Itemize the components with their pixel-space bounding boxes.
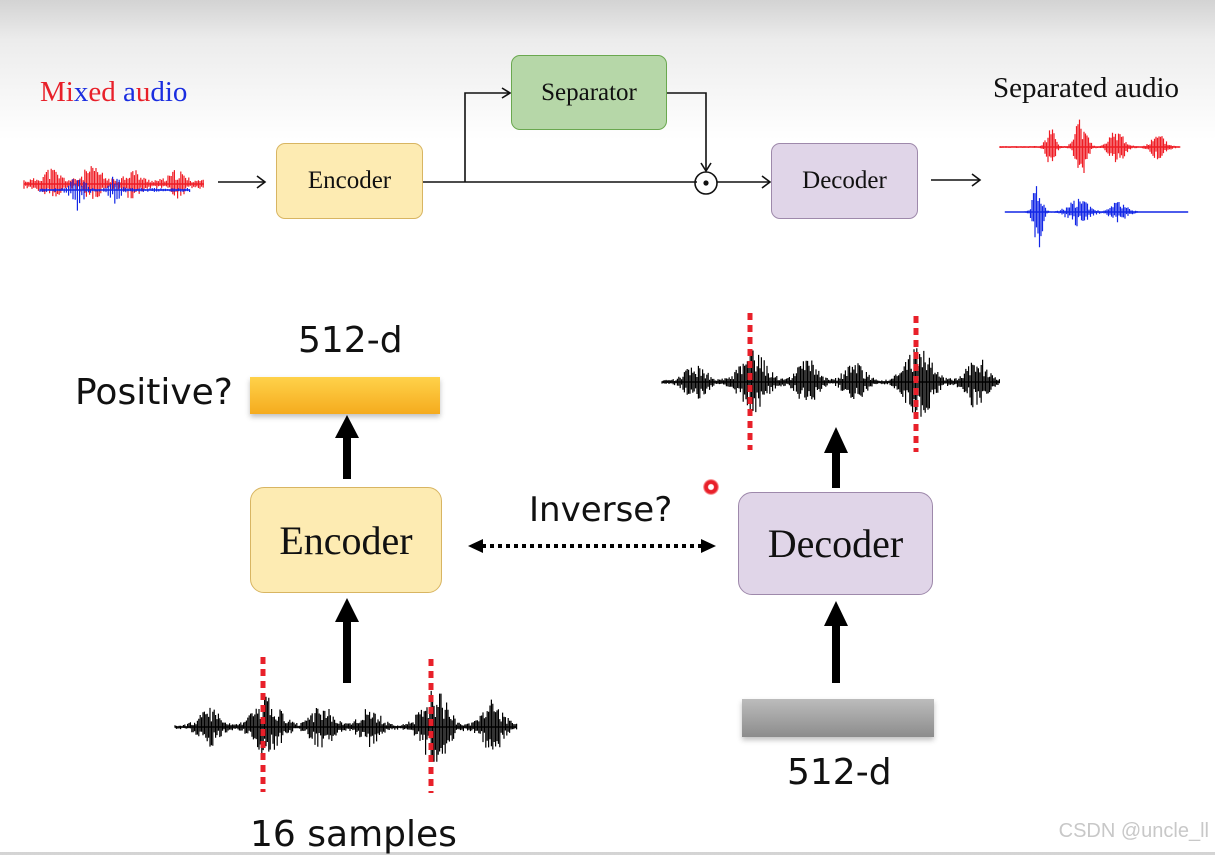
watermark: CSDN @uncle_ll — [1058, 820, 1209, 842]
decoder-box-small: Decoder — [771, 143, 918, 219]
arrow-encoder-to-512d — [343, 436, 351, 479]
decoder-input-dim-label: 512-d — [787, 752, 892, 793]
line-separator-to-multiply — [667, 92, 707, 170]
arrow-head — [501, 87, 512, 99]
arrow-head — [700, 162, 712, 173]
mixed-audio-label-part: x — [73, 76, 89, 108]
mixed-audio-label-part: dio — [150, 76, 188, 108]
decoder-box-large: Decoder — [738, 492, 933, 595]
separated-audio-label: Separated audio — [993, 72, 1180, 104]
arrow-head — [335, 415, 359, 438]
mixed-audio-label-part: Mi — [40, 76, 74, 108]
arrow-head — [256, 175, 267, 189]
multiply-dot — [703, 180, 709, 186]
encoder-box-large: Encoder — [250, 487, 442, 593]
encoder-box-small: Encoder — [276, 143, 423, 219]
separator-box: Separator — [511, 55, 667, 130]
decoder-output-waveform — [661, 348, 1000, 417]
decoder-input-vector — [742, 699, 934, 737]
mixed-audio-waveform-red — [23, 166, 204, 199]
arrow-samples-to-encoder — [343, 620, 351, 683]
arrow-head — [971, 173, 982, 187]
mixed-audio-label-part: u — [135, 76, 151, 108]
samples-label: 16 samples — [250, 814, 457, 855]
arrow-decoder-to-waveform — [832, 451, 840, 488]
mixed-audio-waveform-blue — [39, 176, 191, 211]
laser-pointer-dot — [703, 479, 719, 495]
encoder-output-vector — [250, 377, 440, 414]
arrow-head — [761, 175, 772, 189]
encoder-output-dim-label: 512-d — [298, 320, 403, 361]
arrow-head — [335, 598, 359, 622]
line-encoder-to-separator — [464, 92, 510, 182]
separated-audio-waveform-red — [999, 119, 1181, 173]
mixed-audio-label-part: ed — [88, 76, 116, 108]
inverse-question-label: Inverse? — [529, 490, 673, 530]
arrow-head — [824, 601, 848, 626]
separated-audio-waveform-blue — [1004, 186, 1189, 248]
arrow-head — [701, 539, 716, 553]
positive-question-label: Positive? — [75, 372, 233, 413]
encoder-input-waveform — [174, 690, 518, 762]
mixed-audio-label: Mixed audio — [40, 76, 187, 109]
multiply-operator — [694, 171, 718, 195]
arrow-head — [824, 427, 848, 453]
arrow-head — [468, 539, 483, 553]
mixed-audio-label-part: a — [122, 76, 136, 108]
arrow-512d-to-decoder — [832, 624, 840, 683]
